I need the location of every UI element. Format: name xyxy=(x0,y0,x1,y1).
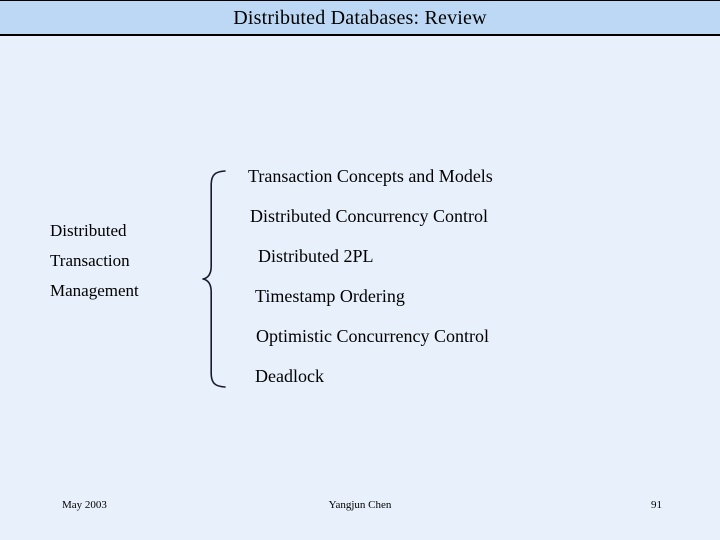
topic-item-transaction-concepts-and-models: Transaction Concepts and Models xyxy=(248,166,493,186)
footer-page-number: 91 xyxy=(651,499,662,511)
slide-footer: May 2003 Yangjun Chen 91 xyxy=(0,492,720,518)
slide-title-bar: Distributed Databases: Review xyxy=(0,0,720,36)
topic-item-optimistic-concurrency-control: Optimistic Concurrency Control xyxy=(256,326,489,346)
group-label-line-1: Distributed xyxy=(50,221,127,240)
footer-author: Yangjun Chen xyxy=(328,499,392,511)
group-label-line-2: Transaction xyxy=(50,251,130,270)
slide-content-area: Distributed Transaction Management Trans… xyxy=(0,38,720,478)
footer-date: May 2003 xyxy=(62,499,107,511)
topic-item-distributed-concurrency-control: Distributed Concurrency Control xyxy=(250,206,488,226)
topic-list: Transaction Concepts and Models Distribu… xyxy=(232,156,702,396)
group-label: Distributed Transaction Management xyxy=(50,216,210,306)
topic-item-deadlock: Deadlock xyxy=(255,366,324,386)
topic-item-distributed-2pl: Distributed 2PL xyxy=(258,246,374,266)
topic-item-timestamp-ordering: Timestamp Ordering xyxy=(255,286,405,306)
group-label-line-3: Management xyxy=(50,281,139,300)
page-title: Distributed Databases: Review xyxy=(233,6,487,29)
